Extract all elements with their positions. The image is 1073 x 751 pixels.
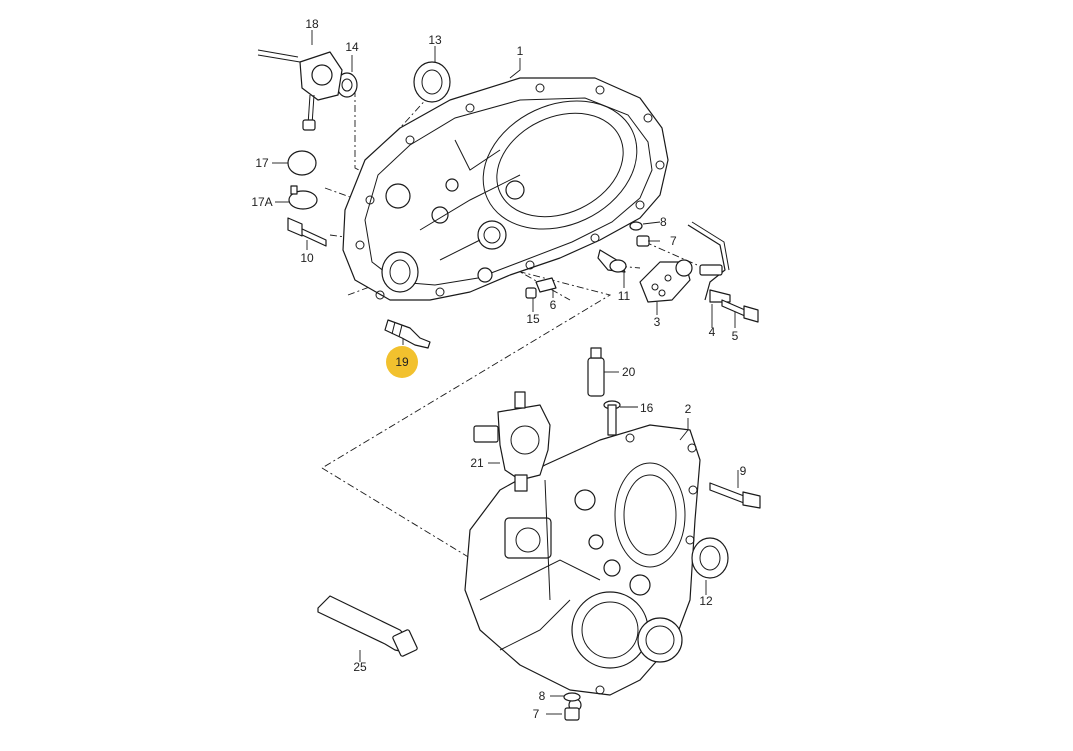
label-14[interactable]: 14 <box>345 40 359 54</box>
slave-cylinder-18[interactable] <box>257 49 343 131</box>
label-16[interactable]: 16 <box>640 401 654 415</box>
sleeve-11[interactable] <box>597 249 627 273</box>
flange-plate[interactable] <box>639 259 693 303</box>
speed-sender-19[interactable] <box>384 319 431 349</box>
label-25[interactable]: 25 <box>353 660 367 674</box>
label-3[interactable]: 3 <box>654 315 661 329</box>
seal-12[interactable] <box>691 537 729 579</box>
bolt-5[interactable] <box>721 299 759 323</box>
label-12[interactable]: 12 <box>699 594 713 608</box>
bolt-10[interactable] <box>287 217 327 247</box>
clutch-housing[interactable] <box>342 77 669 301</box>
plug-7-upper[interactable] <box>636 235 650 247</box>
leader-lines <box>272 30 739 715</box>
part-labels: 1 2 3 4 5 6 7 7 8 8 9 10 11 12 13 14 15 … <box>251 17 746 721</box>
bent-pipe[interactable] <box>687 221 731 303</box>
bolt-16[interactable] <box>603 400 621 436</box>
label-17[interactable]: 17 <box>255 156 269 170</box>
label-2[interactable]: 2 <box>685 402 692 416</box>
label-1[interactable]: 1 <box>517 44 524 58</box>
bolt-9[interactable] <box>709 482 761 509</box>
label-19[interactable]: 19 <box>395 355 409 369</box>
label-10[interactable]: 10 <box>300 251 314 265</box>
label-21[interactable]: 21 <box>470 456 484 470</box>
seal-8-upper[interactable] <box>629 221 643 231</box>
actuator-21[interactable] <box>473 391 551 492</box>
label-20[interactable]: 20 <box>622 365 636 379</box>
shift-part-6[interactable] <box>535 277 557 293</box>
label-15[interactable]: 15 <box>526 312 540 326</box>
label-8-lower[interactable]: 8 <box>539 689 546 703</box>
gearbox-housing[interactable] <box>464 424 701 712</box>
label-4[interactable]: 4 <box>709 325 716 339</box>
pin-15[interactable] <box>525 287 537 299</box>
label-11[interactable]: 11 <box>618 289 631 303</box>
highlight-circle <box>386 346 418 378</box>
cap-17a[interactable] <box>288 185 318 210</box>
label-17a[interactable]: 17A <box>251 195 272 209</box>
label-7-lower[interactable]: 7 <box>533 707 540 721</box>
label-5[interactable]: 5 <box>732 329 739 343</box>
label-6[interactable]: 6 <box>550 298 557 312</box>
label-18[interactable]: 18 <box>305 17 319 31</box>
tube-25[interactable] <box>317 595 418 657</box>
sender-20[interactable] <box>587 347 605 397</box>
seal-8-lower[interactable] <box>563 692 581 702</box>
label-8-upper[interactable]: 8 <box>660 215 667 229</box>
plug-7-lower[interactable] <box>564 707 580 721</box>
seal-13[interactable] <box>413 61 451 103</box>
label-7-upper[interactable]: 7 <box>670 234 677 248</box>
label-13[interactable]: 13 <box>428 33 442 47</box>
label-9[interactable]: 9 <box>740 464 747 478</box>
plug-17[interactable] <box>287 150 317 176</box>
